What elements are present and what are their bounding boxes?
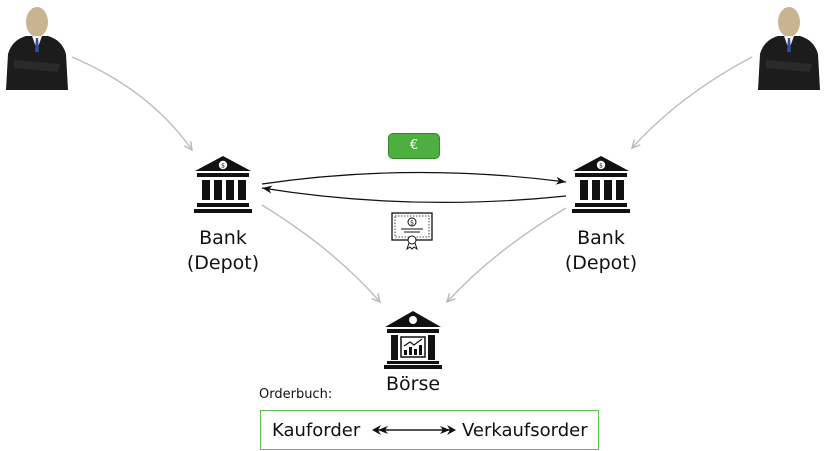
- bank-right-label-line2: (Depot): [564, 252, 638, 274]
- arrow-bank-left-to-exchange: [261, 204, 380, 302]
- bank-icon: $: [194, 156, 252, 213]
- arrow-person-left-to-bank: [71, 56, 192, 150]
- arrow-asset-right-to-left: [261, 185, 567, 203]
- bank-right-label-line1: Bank: [577, 227, 625, 249]
- orderbook-box: Kauforder Verkaufsorder: [260, 410, 599, 450]
- arrow-person-right-to-bank: [632, 56, 753, 148]
- buy-order-label: Kauforder: [272, 420, 361, 441]
- svg-text:$: $: [221, 163, 225, 170]
- investor-icon: [6, 7, 68, 90]
- sell-order-label: Verkaufsorder: [462, 420, 588, 441]
- arrow-bank-right-to-exchange: [447, 207, 567, 302]
- orderbook-arrows: [372, 425, 456, 435]
- euro-payment-badge: €: [388, 133, 440, 159]
- orderbook-title: Orderbuch:: [259, 387, 333, 402]
- exchange-label: Börse: [385, 373, 441, 395]
- bank-left-label-line2: (Depot): [186, 252, 260, 274]
- bank-right-label: Bank (Depot): [541, 226, 661, 276]
- certificate-icon: $: [391, 212, 433, 250]
- bank-icon: $: [572, 156, 630, 213]
- svg-text:$: $: [410, 220, 414, 227]
- investor-icon: [758, 7, 820, 90]
- bank-left-label-line1: Bank: [199, 227, 247, 249]
- exchange-building-icon: [384, 311, 442, 369]
- arrow-money-left-to-right: [261, 171, 567, 185]
- svg-text:$: $: [599, 163, 603, 170]
- bank-left-label: Bank (Depot): [163, 226, 283, 276]
